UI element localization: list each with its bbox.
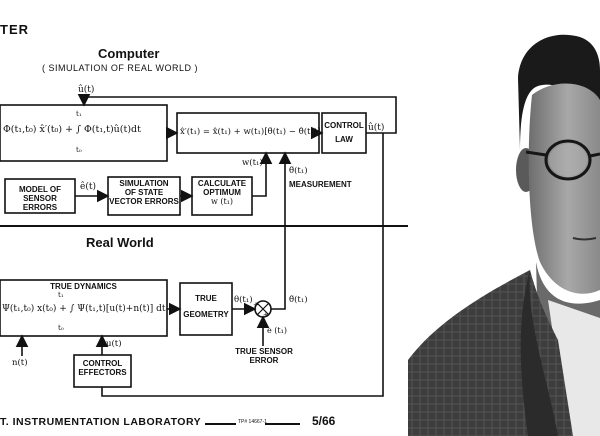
theta-signal: θ(t₁) [234,295,253,305]
real-world-title: Real World [86,235,154,250]
portrait-illustration [408,0,600,436]
dynamics-integral-upper: t₁ [58,291,64,299]
sensor-error-signal: ê(t) [80,182,96,192]
true-dynamics-eq: Ψ(t₁,t₀) x(t₀) + ∫ Ψ(t₁,t)[u(t)+n(t)] dt [2,304,166,314]
date-label: 5/66 [312,414,336,428]
noise-signal: n(t) [12,358,28,368]
sum-plus-left: + [253,301,259,309]
measurement-signal: θ̃(t₁) [289,166,308,176]
update-block-text: x̂′(t₁) = x̂(t₁) + w(t₁)[θ̃(t₁) − θ̂(t₁)… [180,127,321,137]
diagram-lines [0,93,408,425]
u-signal: u(t) [106,339,122,349]
block-diagram: TER Computer ( SIMULATION OF REAL WORLD … [0,22,408,428]
calculate-optimum-label: CALCULATE OPTIMUM w (t₁) [197,179,247,206]
computer-subtitle: ( SIMULATION OF REAL WORLD ) [42,63,199,73]
model-sensor-errors-label: MODEL OF SENSOR ERRORS [18,185,62,212]
dynamics-integral-lower: t₀ [58,324,64,332]
title-fragment: TER [0,22,29,37]
integral-lower: t₀ [76,146,82,154]
control-effectors-label: CONTROL EFFECTORS [78,359,127,377]
control-law-label: CONTROL LAW [324,121,364,144]
theta-tilde-signal: θ̃(t₁) [289,295,308,305]
feedback-label: û(t) [78,85,95,95]
control-output-label: û(t) [368,123,385,133]
sum-plus-bottom: + [263,311,269,319]
integral-block-text: Φ(t₁,t₀) x̂′(t₀) + ∫ Φ(t₁,t)û(t)dt [3,124,141,135]
portrait-photo [408,0,600,436]
true-dynamics-box [0,279,168,337]
e-signal: e (t₁) [267,326,287,335]
true-dynamics-title: TRUE DYNAMICS [50,282,117,291]
w-signal: w(t₁) [242,158,263,168]
measurement-label: MEASUREMENT [289,180,352,189]
doc-code: TP# 14667-1 [238,419,267,425]
true-geometry-label: TRUE GEOMETRY [183,294,229,319]
simulation-state-errors-label: SIMULATION OF STATE VECTOR ERRORS [109,179,179,206]
lab-text: T. INSTRUMENTATION LABORATORY [0,416,202,428]
true-sensor-error-label: TRUE SENSOR ERROR [235,347,293,365]
integral-upper: t₁ [76,110,82,118]
computer-title: Computer [98,46,160,61]
